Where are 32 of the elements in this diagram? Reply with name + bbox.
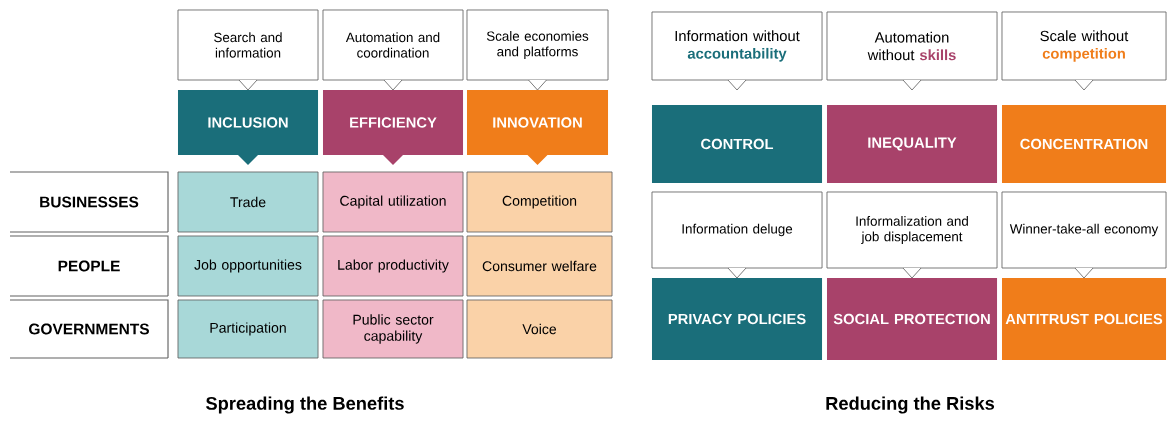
outcome-box: CONTROL [652,105,823,183]
panel-caption: Spreading the Benefits [206,396,404,414]
callout-box: Automation without skills [826,11,998,91]
outcome-box: SOCIAL PROTECTION [827,278,998,360]
grid-cell: Public sector capability [322,299,464,359]
grid-cell: Labor productivity [322,235,464,297]
grid-cell: Trade [177,171,319,233]
outcome-box: ANTITRUST POLICIES [1002,278,1167,360]
callout-box: Information without accountability [651,11,823,91]
row-label: BUSINESSES [9,171,169,233]
grid-cell: Voice [466,299,613,359]
category-box: INCLUSION [178,90,318,165]
outcome-box: PRIVACY POLICIES [652,278,823,360]
callout-box: Automation and coordination [322,9,464,91]
grid-cell: Job opportunities [177,235,319,297]
callout-box: Scale without competition [1001,11,1167,91]
callout-box: Informalization and job displacement [826,191,998,279]
callout-box: Winner-take-all economy [1001,191,1167,279]
category-box: EFFICIENCY [323,90,464,165]
grid-cell: Consumer welfare [466,235,613,297]
callout-box: Information deluge [651,191,823,279]
callout-box: Search and information [177,9,319,91]
outcome-box: CONCENTRATION [1002,105,1167,183]
grid-cell: Competition [466,171,613,233]
row-label: GOVERNMENTS [9,299,169,359]
category-box: INNOVATION [467,90,609,165]
panel-caption: Reducing the Risks [826,396,995,414]
outcome-box: INEQUALITY [827,105,998,183]
row-label: PEOPLE [9,235,169,297]
callout-box: Scale economies and platforms [466,9,609,91]
grid-cell: Participation [177,299,319,359]
grid-cell: Capital utilization [322,171,464,233]
